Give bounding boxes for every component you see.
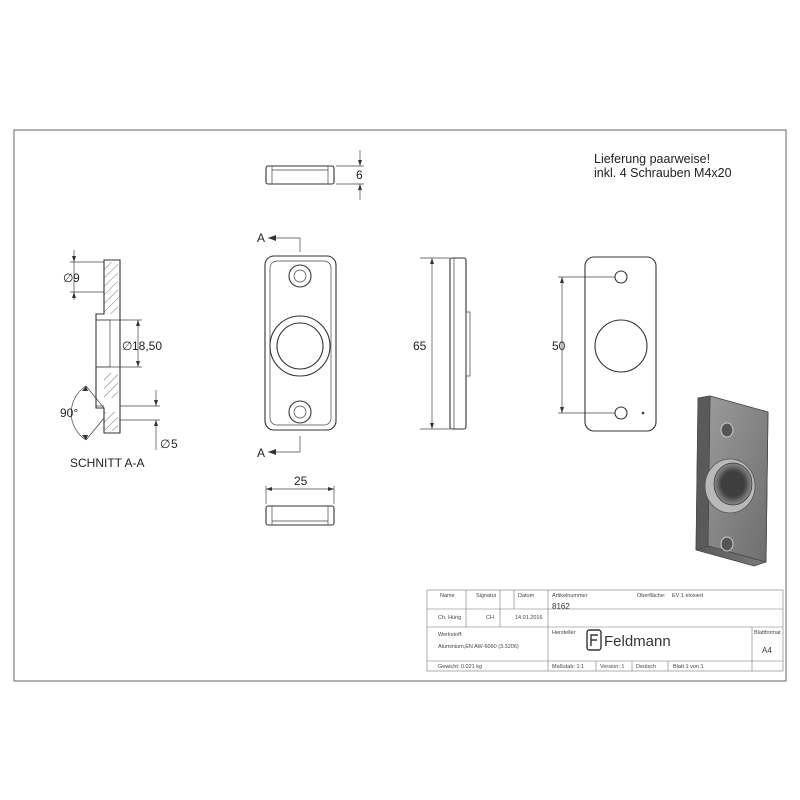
side-view: 65	[413, 257, 471, 430]
dim-d5-symbol: ∅	[160, 437, 170, 451]
drawing-frame	[13, 129, 787, 682]
section-title: SCHNITT A-A	[70, 456, 144, 470]
tb-sheet-format-label: Blattformat	[754, 630, 781, 636]
section-mark-bottom: A	[257, 446, 265, 460]
tb-scale: Maßstab: 1:1	[552, 664, 584, 670]
feldmann-logo: Feldmann	[586, 629, 671, 651]
dim-hole-spacing-label: 50	[552, 339, 566, 353]
tb-material-label: Werkstoff:	[438, 632, 463, 638]
section-mark-top: A	[257, 231, 265, 245]
dim-d9-label: 9	[73, 271, 80, 285]
tb-sheet-format-value: A4	[762, 646, 772, 655]
tb-weight: Gewicht: 0.021 kg	[438, 664, 482, 670]
tb-article-value: 8162	[552, 602, 570, 611]
tb-name-value: Ch. Hürig	[438, 615, 461, 621]
title-block: Name Signatur Datum Artikelnummer Oberfl…	[426, 589, 784, 672]
dim-d18-symbol: ∅	[122, 339, 132, 353]
tb-signature-value: CH	[486, 615, 494, 621]
dim-d9-symbol: ∅	[63, 271, 73, 285]
tb-surface-value: EV 1 eloxiert	[672, 593, 704, 599]
tb-manufacturer-label: Hersteller	[552, 630, 576, 636]
delivery-note-line2: inkl. 4 Schrauben M4x20	[594, 166, 732, 180]
tb-header-surface: Oberfläche:	[637, 593, 666, 599]
tb-date-value: 14.01.2016	[515, 615, 543, 621]
tb-header-signature: Signatur	[476, 593, 497, 599]
tb-version: Version: 1	[600, 664, 624, 670]
top-view: 6	[265, 150, 364, 200]
delivery-note-line1: Lieferung paarweise!	[594, 152, 710, 166]
tb-header-name: Name	[440, 593, 455, 599]
tb-header-date: Datum	[518, 593, 535, 599]
angle-label: 90°	[60, 406, 78, 420]
rear-view: 50	[552, 256, 657, 432]
tb-material-value: Aluminium,EN AW-6060 (3.3206)	[438, 644, 519, 650]
dim-length-label: 65	[413, 339, 427, 353]
tb-language: Deutsch	[636, 664, 656, 670]
dim-thickness-label: 6	[356, 168, 363, 182]
bottom-view: 25	[265, 474, 335, 526]
section-view: ∅ 9 ∅ 18,50 ∅ 5 90° SCHNITT A-A	[60, 250, 178, 470]
isometric-view	[695, 395, 769, 567]
dim-d18-label: 18,50	[132, 339, 162, 353]
dim-d5-label: 5	[171, 437, 178, 451]
dim-width-label: 25	[294, 474, 308, 488]
brand-name: Feldmann	[604, 633, 671, 650]
tb-sheet-number: Blatt 1 von 1	[673, 664, 704, 670]
front-view: A A	[257, 231, 337, 460]
tb-header-article: Artikelnummer	[552, 593, 588, 599]
